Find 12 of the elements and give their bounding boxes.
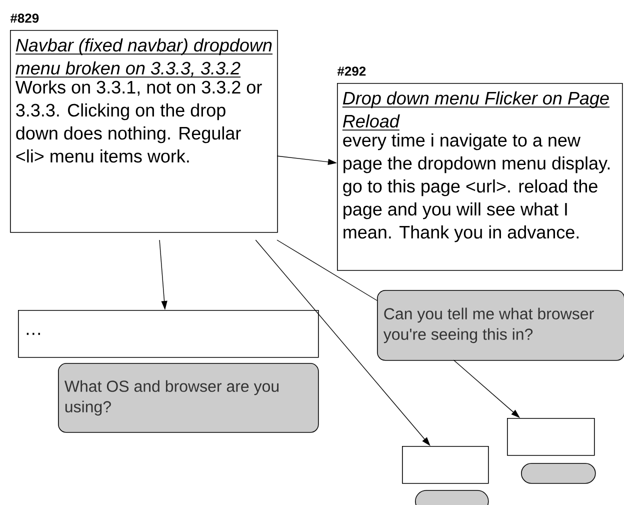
empty-box — [402, 446, 489, 484]
issue-box: Navbar (fixed navbar) dropdown menu broken on 3.3.3, 3.3.2 Works on 3.3.1, not on 3.3.2 or 3.3.3. Clicking on the drop down does nothing. Regular <li> menu items work. — [10, 30, 278, 233]
rounded-bar — [521, 463, 596, 484]
comment-box: … — [18, 310, 319, 358]
comment-bubble: What OS and browser are you using? — [58, 363, 319, 433]
issue-title: #829 — [10, 14, 39, 23]
comment-bubble: Can you tell me what browser you're seeing this in? — [377, 290, 624, 361]
connector-line — [276, 240, 378, 301]
issue-box: Drop down menu Flicker on Page Reload every time i navigate to a new page the dropdown menu display. go to this page <url>. reload the page and you will see what I mean. Thank you in advance. — [337, 83, 623, 271]
issue-title: #292 — [337, 66, 366, 76]
empty-box — [507, 418, 595, 456]
rounded-bar — [415, 490, 489, 505]
